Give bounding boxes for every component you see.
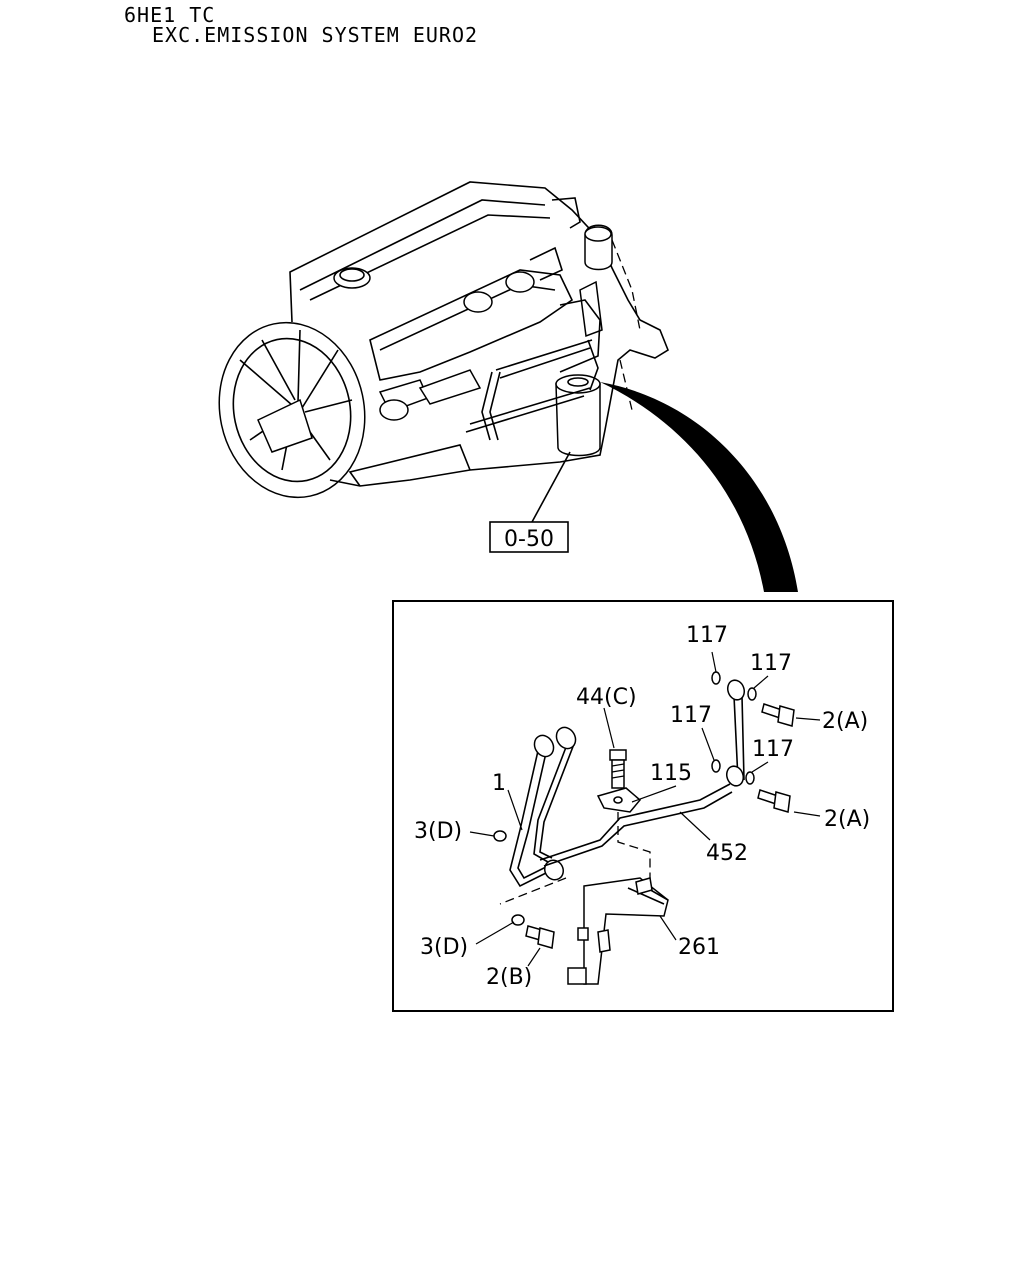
callout-117-middle: 117: [670, 703, 712, 728]
callout-2a-top: 2(A): [822, 709, 868, 734]
callout-3d-bottom: 3(D): [420, 935, 468, 960]
callout-2a-bottom: 2(A): [824, 807, 870, 832]
detail-parts: [493, 671, 795, 985]
reference-box-0-50: [489, 521, 569, 553]
callout-452: 452: [706, 841, 748, 866]
header-subtitle: EXC.EMISSION SYSTEM EURO2: [152, 23, 479, 47]
callout-117-top: 117: [686, 623, 728, 648]
callout-leaders: [469, 651, 821, 967]
callout-3d-top: 3(D): [414, 819, 462, 844]
leader-0-50: [531, 451, 571, 523]
detail-arrow: [600, 382, 798, 592]
callout-261: 261: [678, 935, 720, 960]
callout-117-right: 117: [750, 651, 792, 676]
callout-1: 1: [492, 771, 506, 796]
callout-117-lower: 117: [752, 737, 794, 762]
detail-box: [392, 600, 894, 1012]
callout-115: 115: [650, 761, 692, 786]
header-model: 6HE1 TC: [124, 3, 216, 27]
callout-2b: 2(B): [486, 965, 532, 990]
engine-illustration: [218, 181, 669, 499]
callout-44c: 44(C): [576, 685, 637, 710]
reference-box-label: 0-50: [504, 527, 554, 552]
